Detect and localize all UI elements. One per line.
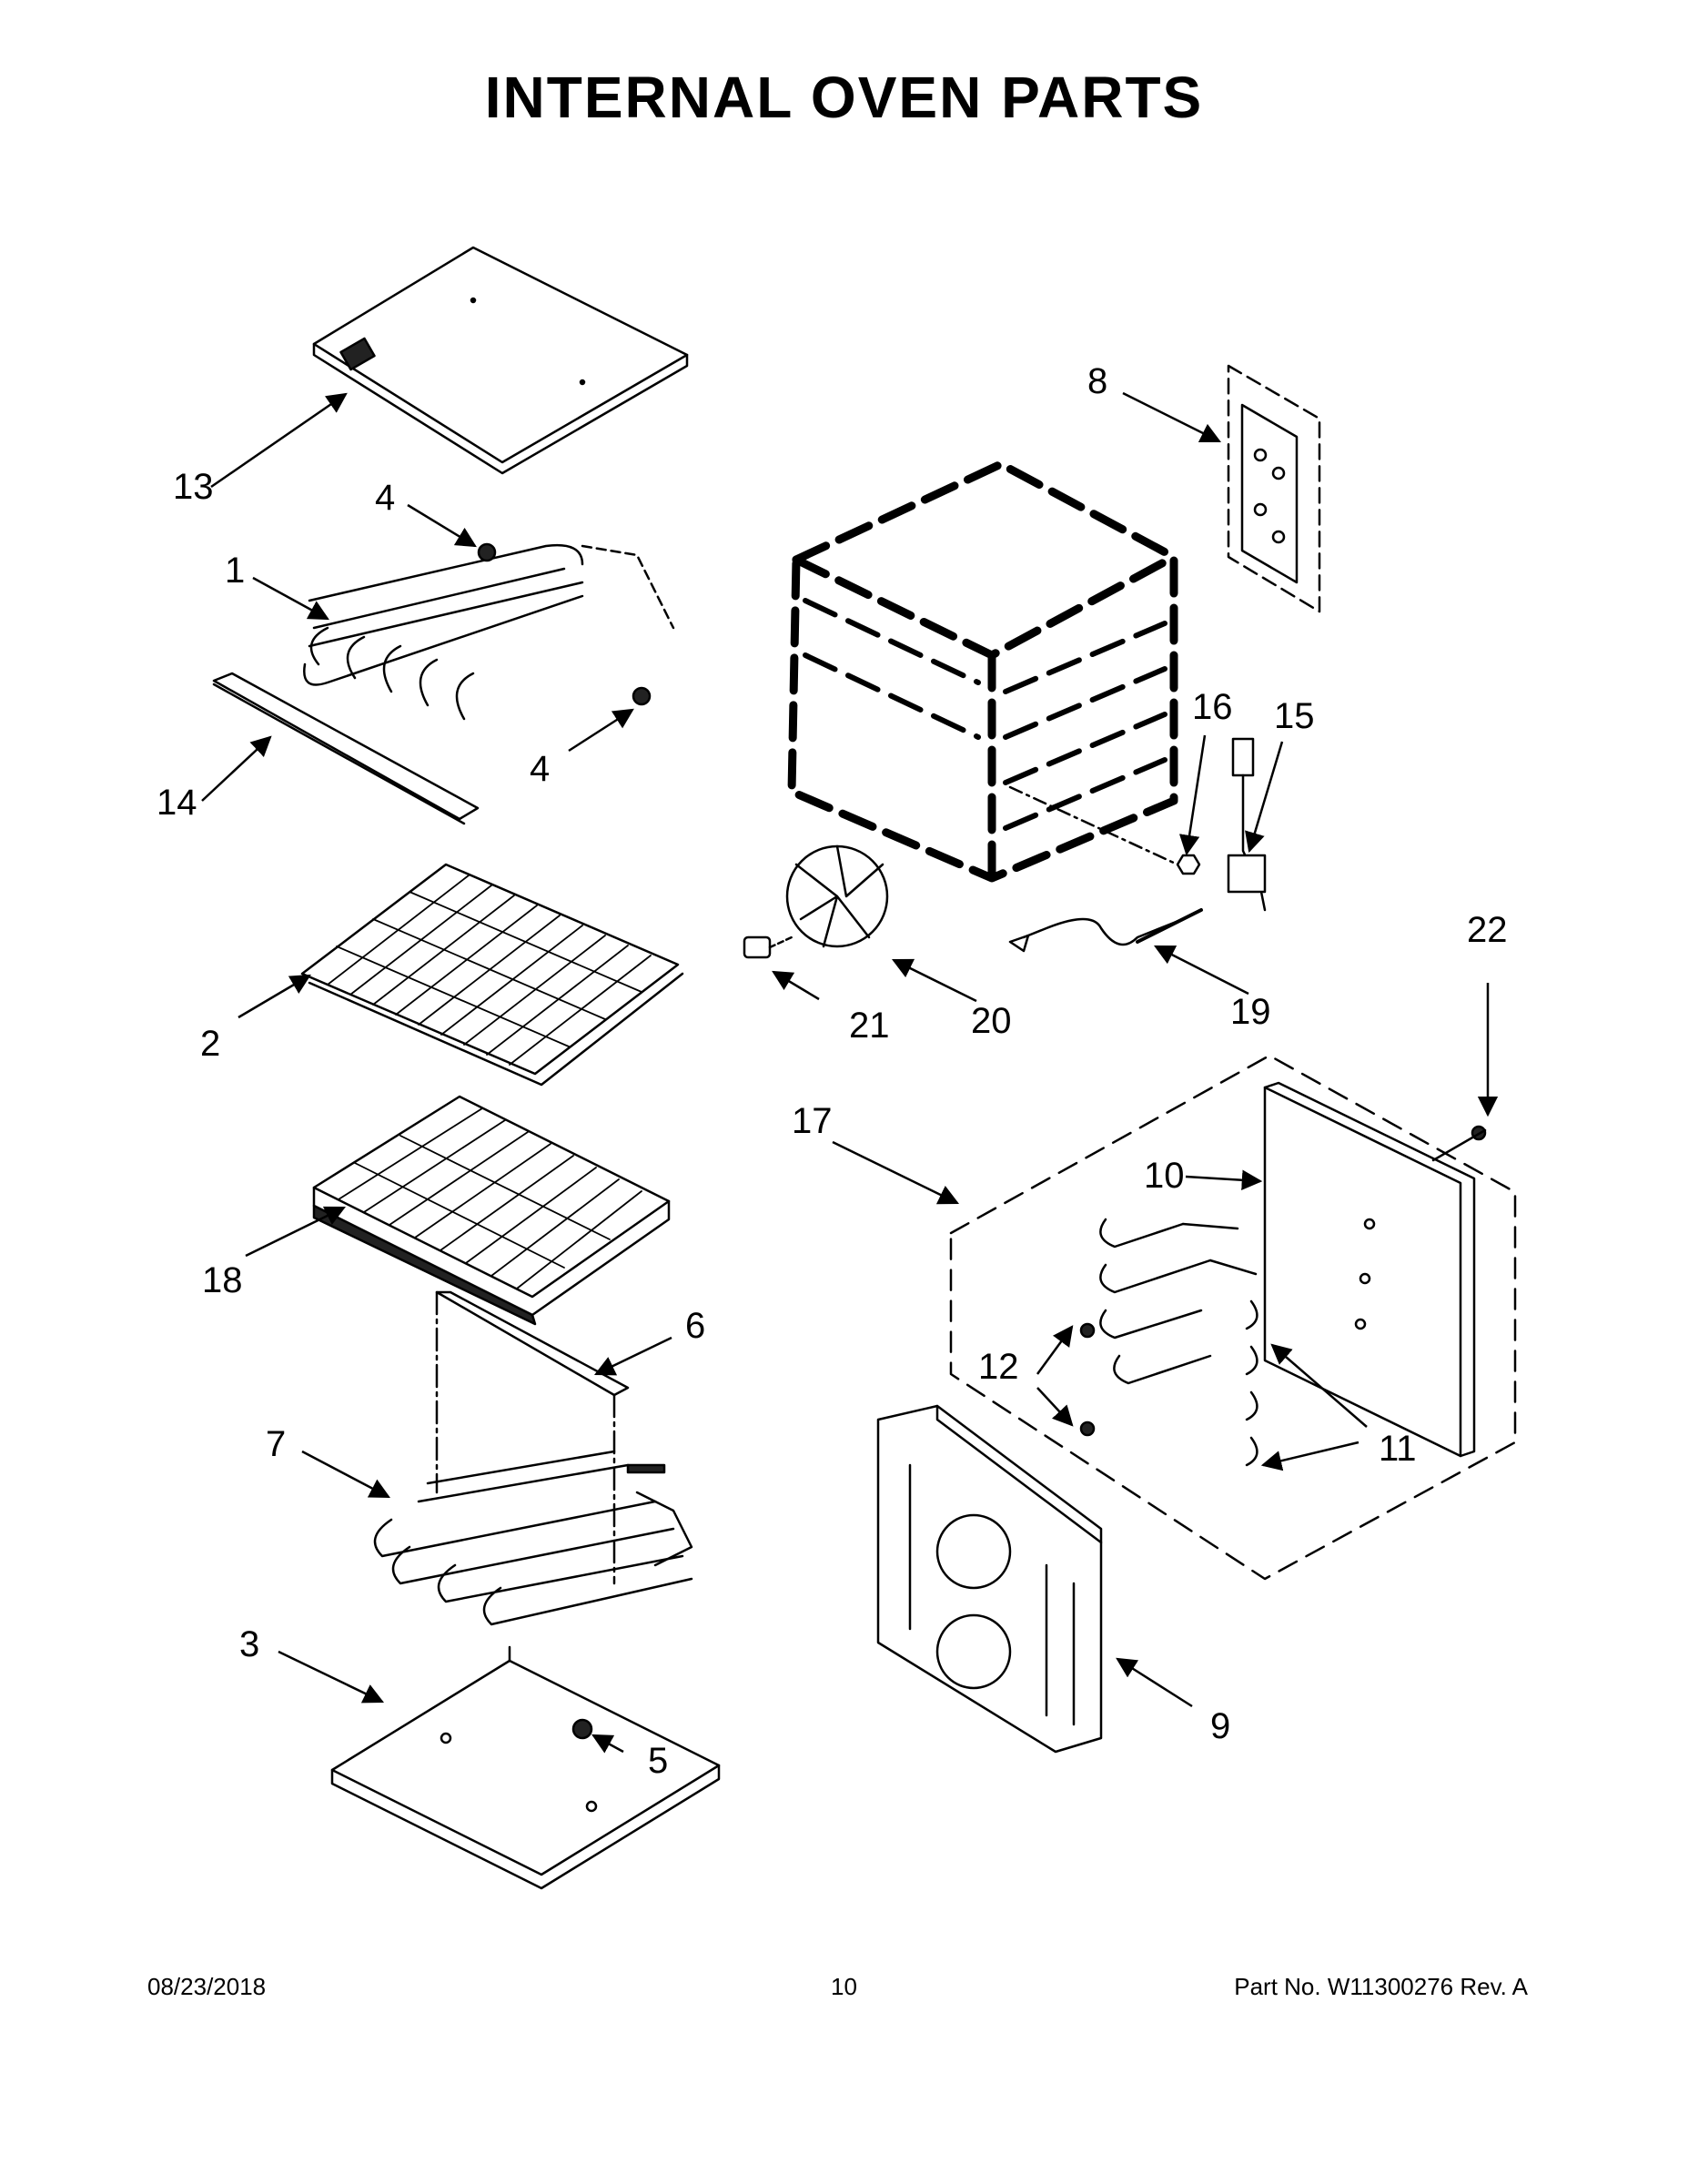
callout-4b: 4 (530, 749, 550, 789)
callout-8: 8 (1087, 361, 1107, 401)
trim-strip-part (212, 672, 480, 825)
callout-7: 7 (266, 1424, 286, 1464)
callout-labels: 1 2 3 4 4 5 6 7 8 9 10 11 11 12 12 13 14… (157, 361, 1508, 1781)
callout-4a: 4 (375, 478, 395, 518)
bake-bracket-part (435, 1290, 630, 1585)
callout-15: 15 (1274, 696, 1315, 736)
callout-21: 21 (849, 1006, 890, 1046)
callout-11a: 11 (1379, 1429, 1417, 1469)
callout-1: 1 (225, 551, 245, 591)
meat-probe-part (1008, 908, 1203, 953)
callout-19: 19 (1230, 992, 1271, 1032)
callout-13: 13 (173, 467, 214, 507)
page-title: INTERNAL OVEN PARTS (484, 65, 1204, 130)
callout-12a: 12 (978, 1347, 1019, 1387)
callout-9: 9 (1210, 1706, 1230, 1746)
temperature-sensor-part (1227, 737, 1267, 912)
callout-14: 14 (157, 783, 197, 823)
mounting-screw-part (477, 542, 652, 706)
bottom-screw-part (571, 1718, 593, 1740)
callout-17: 17 (792, 1101, 833, 1141)
broil-element-part (303, 543, 675, 721)
callout-3: 3 (239, 1624, 259, 1664)
convection-fan-part (785, 844, 889, 948)
convection-element-part (1099, 1218, 1258, 1467)
footer-part-number: Part No. W11300276 Rev. A (1234, 1973, 1528, 2000)
fan-nut-part (743, 935, 793, 959)
bake-element-part (373, 1450, 693, 1626)
rollout-rack-part (312, 1095, 671, 1326)
bottom-panel-part (330, 1645, 721, 1890)
footer-page-number: 10 (831, 1973, 857, 2000)
oven-rack-part (300, 863, 684, 1087)
callout-20: 20 (971, 1001, 1012, 1041)
callout-16: 16 (1192, 687, 1233, 727)
top-panel-part (312, 246, 689, 475)
oven-cavity-part (787, 460, 1178, 883)
convection-assembly-outline (949, 1054, 1517, 1581)
light-panel-part (1227, 364, 1321, 613)
rear-panel-part (1263, 1081, 1476, 1458)
element-screw-part (1079, 1125, 1487, 1437)
callout-18: 18 (202, 1260, 243, 1300)
callout-22: 22 (1467, 910, 1508, 950)
callout-5: 5 (648, 1741, 668, 1781)
callout-2: 2 (200, 1024, 220, 1064)
footer-date: 08/23/2018 (147, 1973, 267, 2000)
callout-10: 10 (1144, 1156, 1185, 1196)
callout-6: 6 (685, 1306, 705, 1346)
fan-shroud-part (876, 1404, 1103, 1754)
